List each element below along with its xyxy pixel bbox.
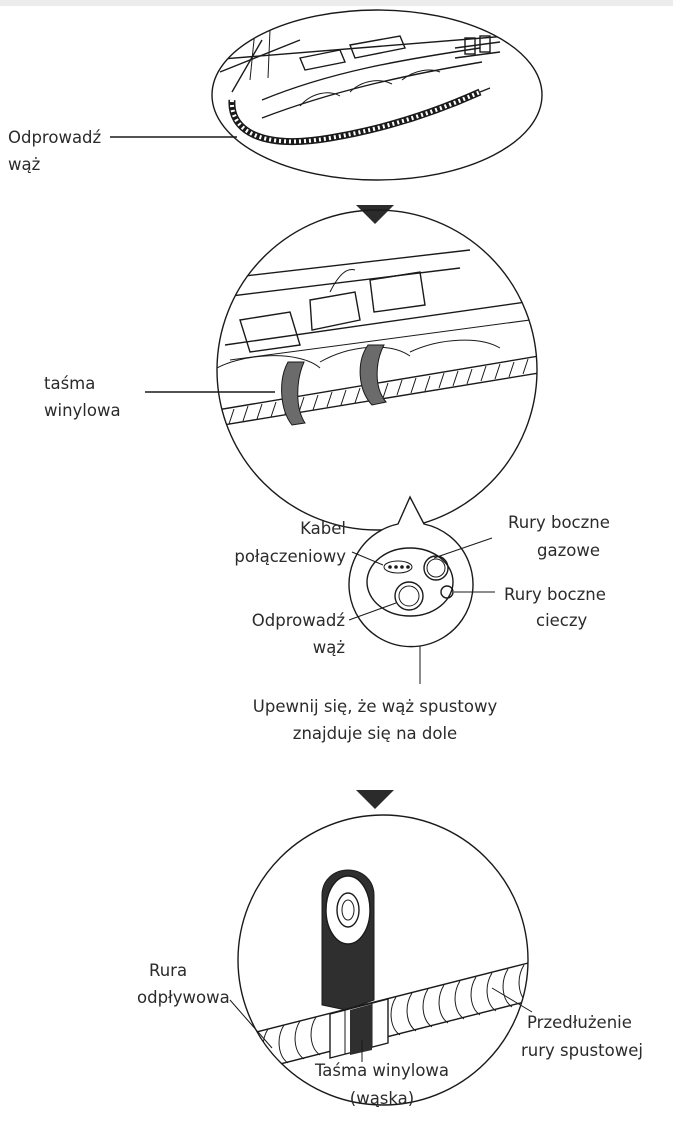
label-vinyl-tape-line2: winylowa [44, 401, 121, 420]
label-narrow-tape: Taśma winylowa [314, 1061, 449, 1080]
label-drain-hose-1-line2: wąż [8, 155, 40, 174]
label-gas-pipes: Rury boczne [508, 513, 610, 532]
label-drain-pipe-line2: odpływowa [137, 988, 230, 1007]
leader-extension [491, 987, 533, 1013]
label-drain-hose-2: Odprowadź [252, 611, 345, 630]
step1-illustration [110, 9, 543, 181]
drain-hose-section [394, 581, 424, 611]
label-liquid-pipes: Rury boczne [504, 585, 606, 604]
gas-pipe-section [423, 555, 449, 581]
down-arrow-icon [356, 205, 394, 224]
label-vinyl-tape: taśma [44, 374, 95, 393]
down-arrow-icon [356, 790, 394, 809]
label-cable-line2: połączeniowy [234, 547, 346, 566]
label-drain-pipe: Rura [149, 961, 187, 980]
label-gas-pipes-line2: gazowe [537, 541, 600, 560]
step3-illustration [229, 814, 533, 1106]
leader-drain-pipe [229, 999, 273, 1049]
label-extension-line2: rury spustowej [521, 1041, 643, 1060]
note-drain-bottom: Upewnij się, że wąż spustowy [253, 697, 498, 716]
label-drain-hose-2-line2: wąż [313, 638, 345, 657]
cross-section-callout [348, 495, 495, 684]
label-drain-hose-1: Odprowadź [8, 128, 101, 147]
cable-section [383, 560, 413, 574]
step2-illustration [145, 209, 538, 531]
label-extension: Przedłużenie [527, 1013, 632, 1032]
label-cable: Kabel [300, 519, 346, 538]
liquid-pipe-section [440, 585, 454, 599]
label-narrow-tape-line2: (wąska) [350, 1089, 414, 1108]
label-liquid-pipes-line2: cieczy [536, 611, 588, 630]
note-drain-bottom-line2: znajduje się na dole [293, 724, 457, 743]
top-bar [0, 0, 673, 6]
